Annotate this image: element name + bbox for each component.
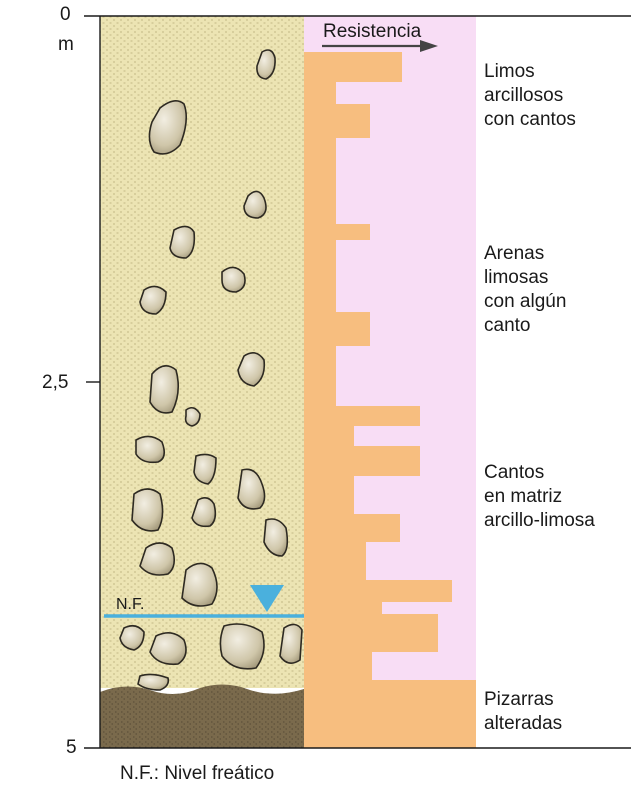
footnote: N.F.: Nivel freático bbox=[120, 762, 274, 786]
pebble bbox=[220, 624, 264, 669]
pebble bbox=[150, 633, 186, 664]
tick-label-5: 5 bbox=[66, 737, 77, 759]
pebble bbox=[280, 624, 302, 663]
pebble bbox=[186, 408, 200, 426]
pebble bbox=[132, 489, 163, 531]
pebble bbox=[170, 226, 194, 258]
resistance-label: Resistencia bbox=[323, 20, 421, 44]
pebble bbox=[136, 436, 164, 462]
pebble bbox=[150, 366, 178, 413]
axis-unit: m bbox=[58, 34, 74, 56]
tick-label-2-5: 2,5 bbox=[42, 372, 68, 394]
layer-label-cantos: Cantos en matriz arcillo-limosa bbox=[484, 461, 595, 533]
bedrock-layer bbox=[100, 684, 304, 748]
pebble bbox=[194, 454, 216, 484]
layer-label-limos: Limos arcillosos con cantos bbox=[484, 60, 576, 132]
pebble bbox=[222, 267, 245, 292]
layer-label-arenas: Arenas limosas con algún canto bbox=[484, 242, 566, 338]
pebble bbox=[182, 563, 217, 606]
layer-label-pizarras: Pizarras alteradas bbox=[484, 688, 562, 736]
tick-label-0: 0 bbox=[60, 4, 71, 26]
water-table-label: N.F. bbox=[116, 593, 144, 617]
